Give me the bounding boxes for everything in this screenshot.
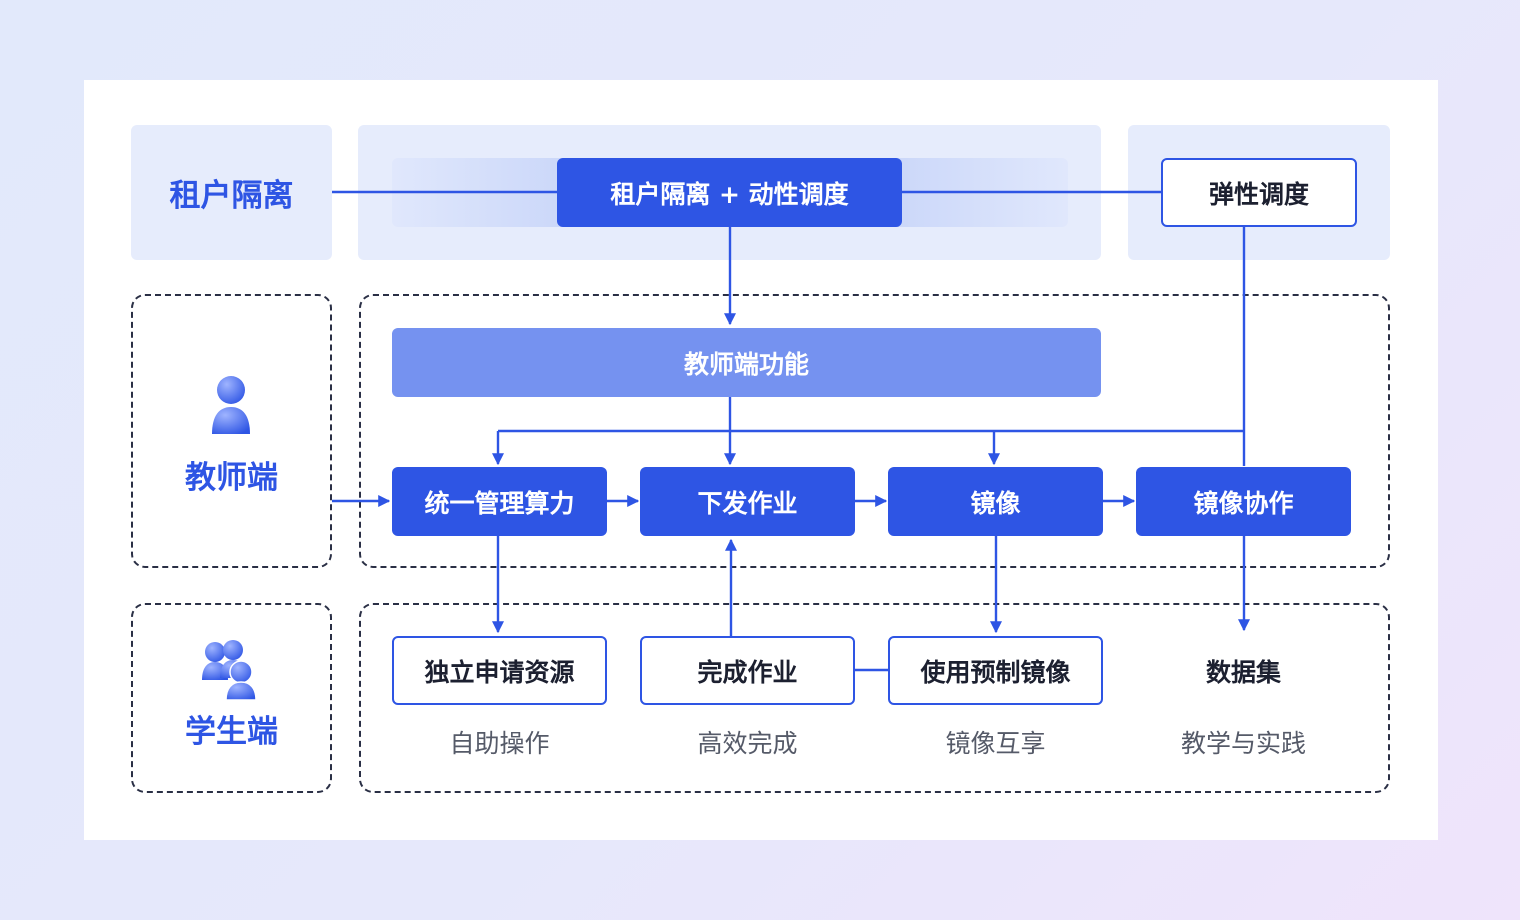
step-image[interactable]: 镜像 [888, 467, 1103, 536]
caption-efficient-completion: 高效完成 [697, 729, 798, 758]
elastic-scheduling-box[interactable]: 弹性调度 [1161, 158, 1357, 227]
teacher-content-frame [359, 294, 1390, 568]
caption-teaching-practice: 教学与实践 [1180, 729, 1306, 758]
teacher-function-bar[interactable]: 教师端功能 [392, 328, 1101, 397]
tenant-dynamic-scheduling-box[interactable]: 租户隔离 + 动性调度 [557, 158, 902, 227]
student-content-frame [359, 603, 1390, 793]
teacher-person-icon [212, 376, 250, 434]
students-group-icon [202, 640, 257, 700]
tenant-label: 租户隔离 [169, 178, 294, 214]
tenant-label-panel [131, 125, 332, 260]
teacher-label-frame [131, 294, 332, 568]
student-item-dataset[interactable]: 数据集 [1205, 657, 1281, 687]
teacher-label: 教师端 [185, 459, 278, 496]
caption-self-service: 自助操作 [449, 729, 550, 758]
student-item-use-prebuilt-image[interactable]: 使用预制镜像 [888, 636, 1103, 705]
step-assign-homework[interactable]: 下发作业 [640, 467, 855, 536]
step-image-collaboration[interactable]: 镜像协作 [1136, 467, 1351, 536]
step-unified-compute-management[interactable]: 统一管理算力 [392, 467, 607, 536]
student-label: 学生端 [185, 713, 278, 750]
student-item-request-resources[interactable]: 独立申请资源 [392, 636, 607, 705]
student-item-complete-homework[interactable]: 完成作业 [640, 636, 855, 705]
student-label-frame [131, 603, 332, 793]
caption-image-sharing: 镜像互享 [945, 729, 1046, 758]
